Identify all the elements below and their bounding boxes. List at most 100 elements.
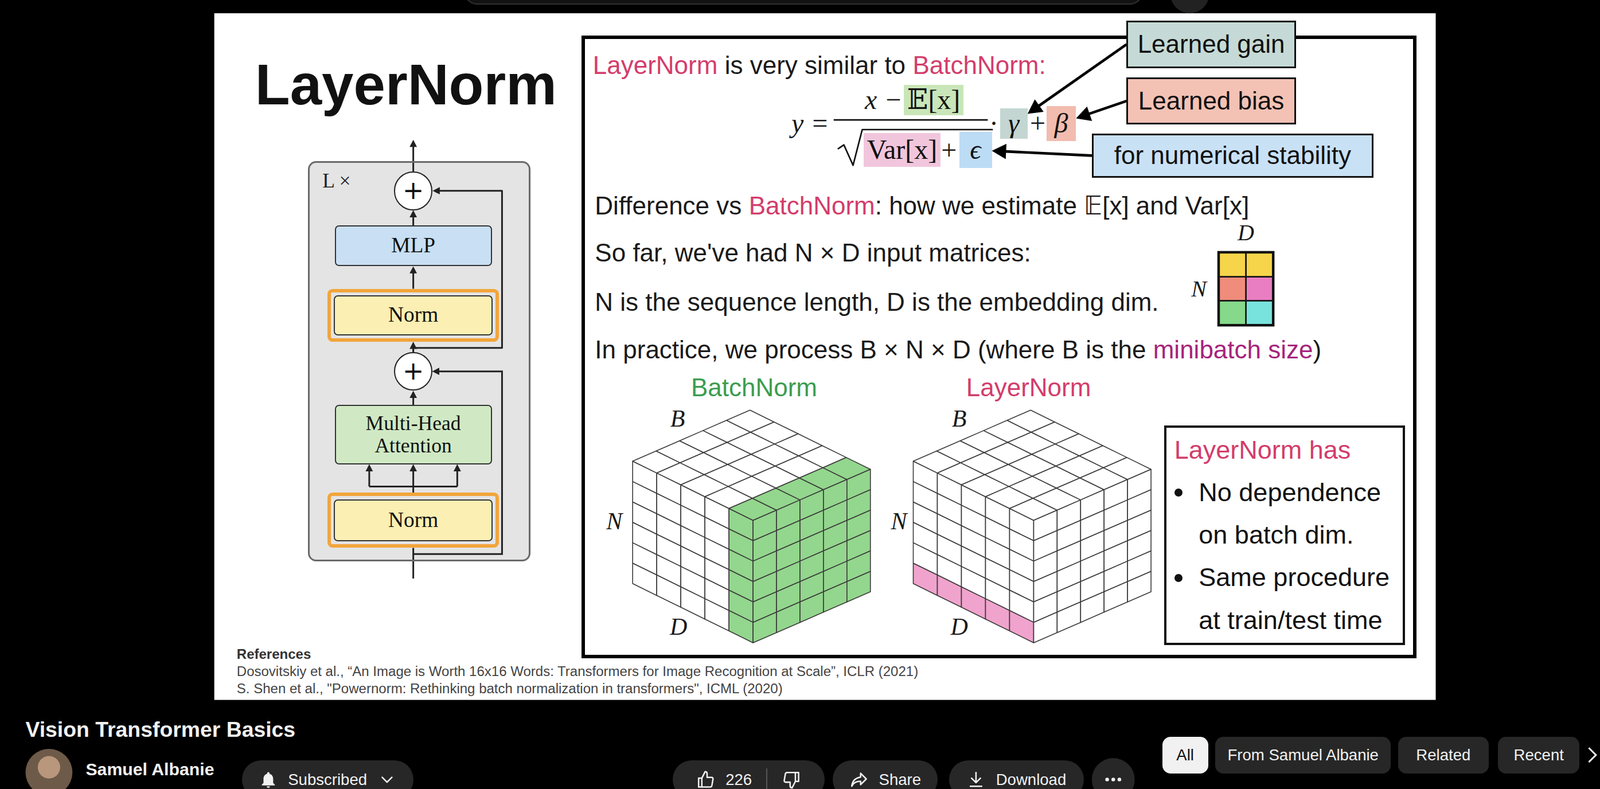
arrow-head bbox=[409, 390, 417, 398]
block-label: Multi-Head Attention bbox=[341, 412, 485, 458]
text-line: x − bbox=[864, 83, 903, 117]
text-line: N bbox=[891, 506, 908, 536]
tensor-cell bbox=[823, 581, 848, 612]
repeat-label: L × bbox=[322, 168, 351, 194]
tensor-cell bbox=[752, 612, 777, 643]
callout-box: for numerical stability bbox=[1091, 133, 1374, 178]
dislike-glyph bbox=[783, 772, 799, 788]
text-line: y = bbox=[791, 106, 830, 140]
connector-line bbox=[456, 470, 459, 487]
arrow-head bbox=[1075, 106, 1092, 122]
operator-symbol: + bbox=[402, 177, 424, 204]
scroll-chevron bbox=[1588, 747, 1596, 763]
tensor-cell bbox=[913, 563, 938, 596]
body-text: : how we estimate 𝔼[x] and Var[x] bbox=[875, 190, 1250, 222]
more-dot bbox=[1105, 777, 1109, 782]
norm-fill: Norm bbox=[333, 295, 493, 336]
input-line bbox=[412, 548, 415, 579]
text-line: + bbox=[1029, 106, 1046, 140]
text-line: L × bbox=[322, 168, 351, 194]
tensor-cell bbox=[656, 575, 681, 608]
text-line: N bbox=[1191, 275, 1207, 303]
callout-text: Learned gain bbox=[1137, 29, 1286, 60]
text-line: + bbox=[941, 133, 957, 167]
channel-avatar bbox=[25, 748, 73, 789]
bell-icon bbox=[258, 770, 279, 789]
operator-symbol: + bbox=[402, 358, 424, 384]
reference-heading: References bbox=[236, 645, 312, 663]
block-fill bbox=[307, 161, 531, 562]
arrow-head bbox=[432, 367, 440, 376]
tensor-cell bbox=[800, 591, 824, 623]
tensor-cell bbox=[1127, 571, 1151, 602]
text-line: D bbox=[1237, 219, 1255, 247]
matrix-icon bbox=[1217, 251, 1275, 327]
button-label: Share bbox=[879, 770, 922, 789]
filter-chip: Related bbox=[1398, 736, 1489, 774]
callout-box: Learned bias bbox=[1126, 77, 1296, 125]
text-line: BatchNorm bbox=[691, 372, 818, 404]
matrix-cell bbox=[1219, 301, 1246, 325]
label-wrap: Vision Transformer Basics bbox=[25, 716, 296, 743]
formula-symbol: y = bbox=[791, 106, 830, 140]
text-line: B bbox=[951, 403, 967, 433]
explanation-panel: LayerNormis very similar toBatchNorm:y =… bbox=[581, 35, 1416, 658]
callout-box: Learned gain bbox=[1126, 20, 1296, 69]
button-label: Subscribed bbox=[287, 770, 368, 789]
download-button: Download bbox=[949, 760, 1084, 789]
dislike-icon bbox=[781, 770, 802, 789]
properties-box: LayerNorm hasNo dependence on batch dim.… bbox=[1164, 425, 1406, 646]
button-label: Download bbox=[996, 770, 1067, 789]
tensor-cell bbox=[937, 575, 962, 608]
slide-title: LayerNorm bbox=[255, 50, 557, 120]
formula-term: 𝔼[x] bbox=[907, 84, 961, 116]
matrix-cell bbox=[1219, 277, 1246, 300]
bullet-dot bbox=[1174, 574, 1183, 583]
bullet-dot bbox=[1174, 488, 1183, 497]
add-operator: + bbox=[393, 171, 433, 211]
tensor-cell bbox=[1033, 612, 1057, 643]
fraction-bar bbox=[833, 119, 989, 122]
matrix-cell bbox=[1246, 253, 1272, 276]
body-text: LayerNorm bbox=[592, 49, 718, 81]
chev-glyph bbox=[381, 777, 392, 782]
channel-name: Samuel Albanie bbox=[85, 758, 214, 780]
text-line: N bbox=[606, 506, 623, 536]
bias-term: β bbox=[1046, 106, 1077, 141]
thumb-icon bbox=[696, 770, 716, 789]
more-dot bbox=[1117, 777, 1122, 782]
connector-line bbox=[368, 470, 370, 487]
body-text: ) bbox=[1313, 334, 1322, 366]
tensor-cell bbox=[776, 602, 800, 633]
tensor-cell bbox=[1080, 591, 1104, 623]
arrow-head bbox=[453, 464, 462, 472]
connector-line bbox=[412, 215, 415, 226]
body-text: N is the sequence length, D is the embed… bbox=[594, 286, 1159, 318]
tensor-cube bbox=[632, 410, 871, 643]
body-text: Difference vs bbox=[594, 190, 742, 222]
tensor-cell bbox=[1009, 610, 1034, 643]
formula-symbol: x − bbox=[864, 83, 903, 117]
connector-arrow bbox=[1075, 100, 1127, 122]
subheading: LayerNorm bbox=[966, 372, 1092, 404]
tensor-cell bbox=[632, 563, 657, 596]
axis-label: N bbox=[606, 506, 623, 536]
filter-chip: From Samuel Albanie bbox=[1215, 736, 1391, 774]
bullet-text: No dependence on batch dim. bbox=[1198, 471, 1400, 557]
body-text: BatchNorm bbox=[748, 190, 876, 222]
connector-line bbox=[1036, 44, 1127, 108]
attention-block: Multi-Head Attention bbox=[334, 404, 493, 464]
formula-term: β bbox=[1054, 108, 1069, 139]
thumb-glyph bbox=[698, 771, 713, 787]
more-dot bbox=[1111, 777, 1115, 782]
transformer-block: L ×+MLPNorm+Multi-Head AttentionNorm bbox=[307, 161, 531, 562]
video-title: Vision Transformer Basics bbox=[25, 716, 296, 743]
text-line: Difference vsBatchNorm: how we estimate … bbox=[594, 190, 1250, 222]
axis-label: D bbox=[950, 611, 968, 641]
chip-label: Recent bbox=[1513, 745, 1564, 765]
label-wrap: References bbox=[236, 645, 312, 663]
add-operator: + bbox=[393, 352, 433, 392]
chip-label: From Samuel Albanie bbox=[1227, 745, 1379, 765]
arrow-head bbox=[409, 266, 417, 273]
